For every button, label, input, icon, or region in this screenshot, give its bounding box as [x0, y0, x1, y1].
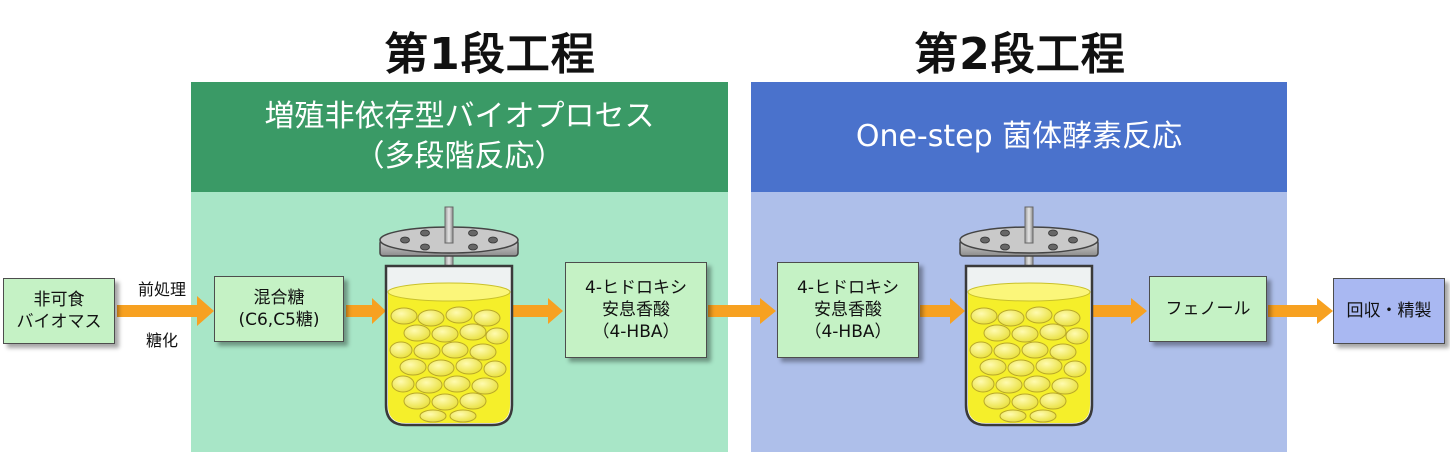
- phenol-line1: フェノール: [1165, 299, 1251, 319]
- arrow-hba-to-reactor2: [920, 298, 965, 324]
- arrow-pretreatment: [117, 296, 214, 326]
- reactor-1-beads: [389, 306, 509, 423]
- inedible-biomass-box: 非可食 バイオマス: [3, 278, 115, 344]
- recovery-box: 回収・精製: [1333, 278, 1445, 344]
- stage2-panel: One-step 菌体酵素反応: [751, 82, 1287, 452]
- hba-stage1-line3: （4-HBA）: [592, 322, 680, 342]
- stage2-header: One-step 菌体酵素反応: [751, 82, 1287, 192]
- stage2-title: 第2段工程: [914, 29, 1126, 80]
- mixed-sugar-line2: (C6,C5糖): [238, 310, 320, 330]
- hba-stage2-line1: 4-ヒドロキシ: [797, 278, 899, 298]
- arrow-phenol-to-recovery: [1268, 298, 1333, 324]
- inedible-biomass-line2: バイオマス: [16, 312, 102, 332]
- stage1-header-line1: 増殖非依存型バイオプロセス: [264, 99, 655, 134]
- reactor-2-beads: [969, 306, 1089, 423]
- inedible-biomass-line1: 非可食: [33, 290, 85, 310]
- stage1-header-line2: （多段階反応）: [354, 139, 565, 174]
- arrow-reactor1-to-hba: [512, 298, 563, 324]
- stage2-header-text: One-step 菌体酵素反応: [855, 119, 1183, 154]
- mixed-sugar-line1: 混合糖: [253, 288, 305, 308]
- arrow-stage-transfer: [708, 298, 776, 324]
- stage1-header: 増殖非依存型バイオプロセス （多段階反応）: [191, 82, 728, 192]
- arrow-sugar-to-reactor1: [346, 298, 386, 324]
- hba-stage1-line1: 4-ヒドロキシ: [585, 278, 687, 298]
- hba-box-stage2: 4-ヒドロキシ 安息香酸 （4-HBA）: [777, 262, 919, 358]
- flow-arrows: [117, 296, 1333, 326]
- stage1-title: 第1段工程: [384, 29, 596, 80]
- hba-stage2-line3: （4-HBA）: [804, 322, 892, 342]
- arrow-reactor2-to-phenol: [1093, 298, 1147, 324]
- hba-stage1-line2: 安息香酸: [602, 300, 670, 320]
- hba-stage2-line2: 安息香酸: [814, 300, 882, 320]
- reactor-1: [379, 206, 519, 427]
- pretreatment-label: 前処理: [138, 280, 187, 299]
- saccharification-label: 糖化: [146, 331, 179, 350]
- mixed-sugar-box: 混合糖 (C6,C5糖): [214, 276, 344, 342]
- recovery-line1: 回収・精製: [1346, 301, 1432, 321]
- reactor-2: [959, 206, 1099, 427]
- phenol-box: フェノール: [1149, 276, 1267, 342]
- hba-box-stage1: 4-ヒドロキシ 安息香酸 （4-HBA）: [565, 262, 707, 358]
